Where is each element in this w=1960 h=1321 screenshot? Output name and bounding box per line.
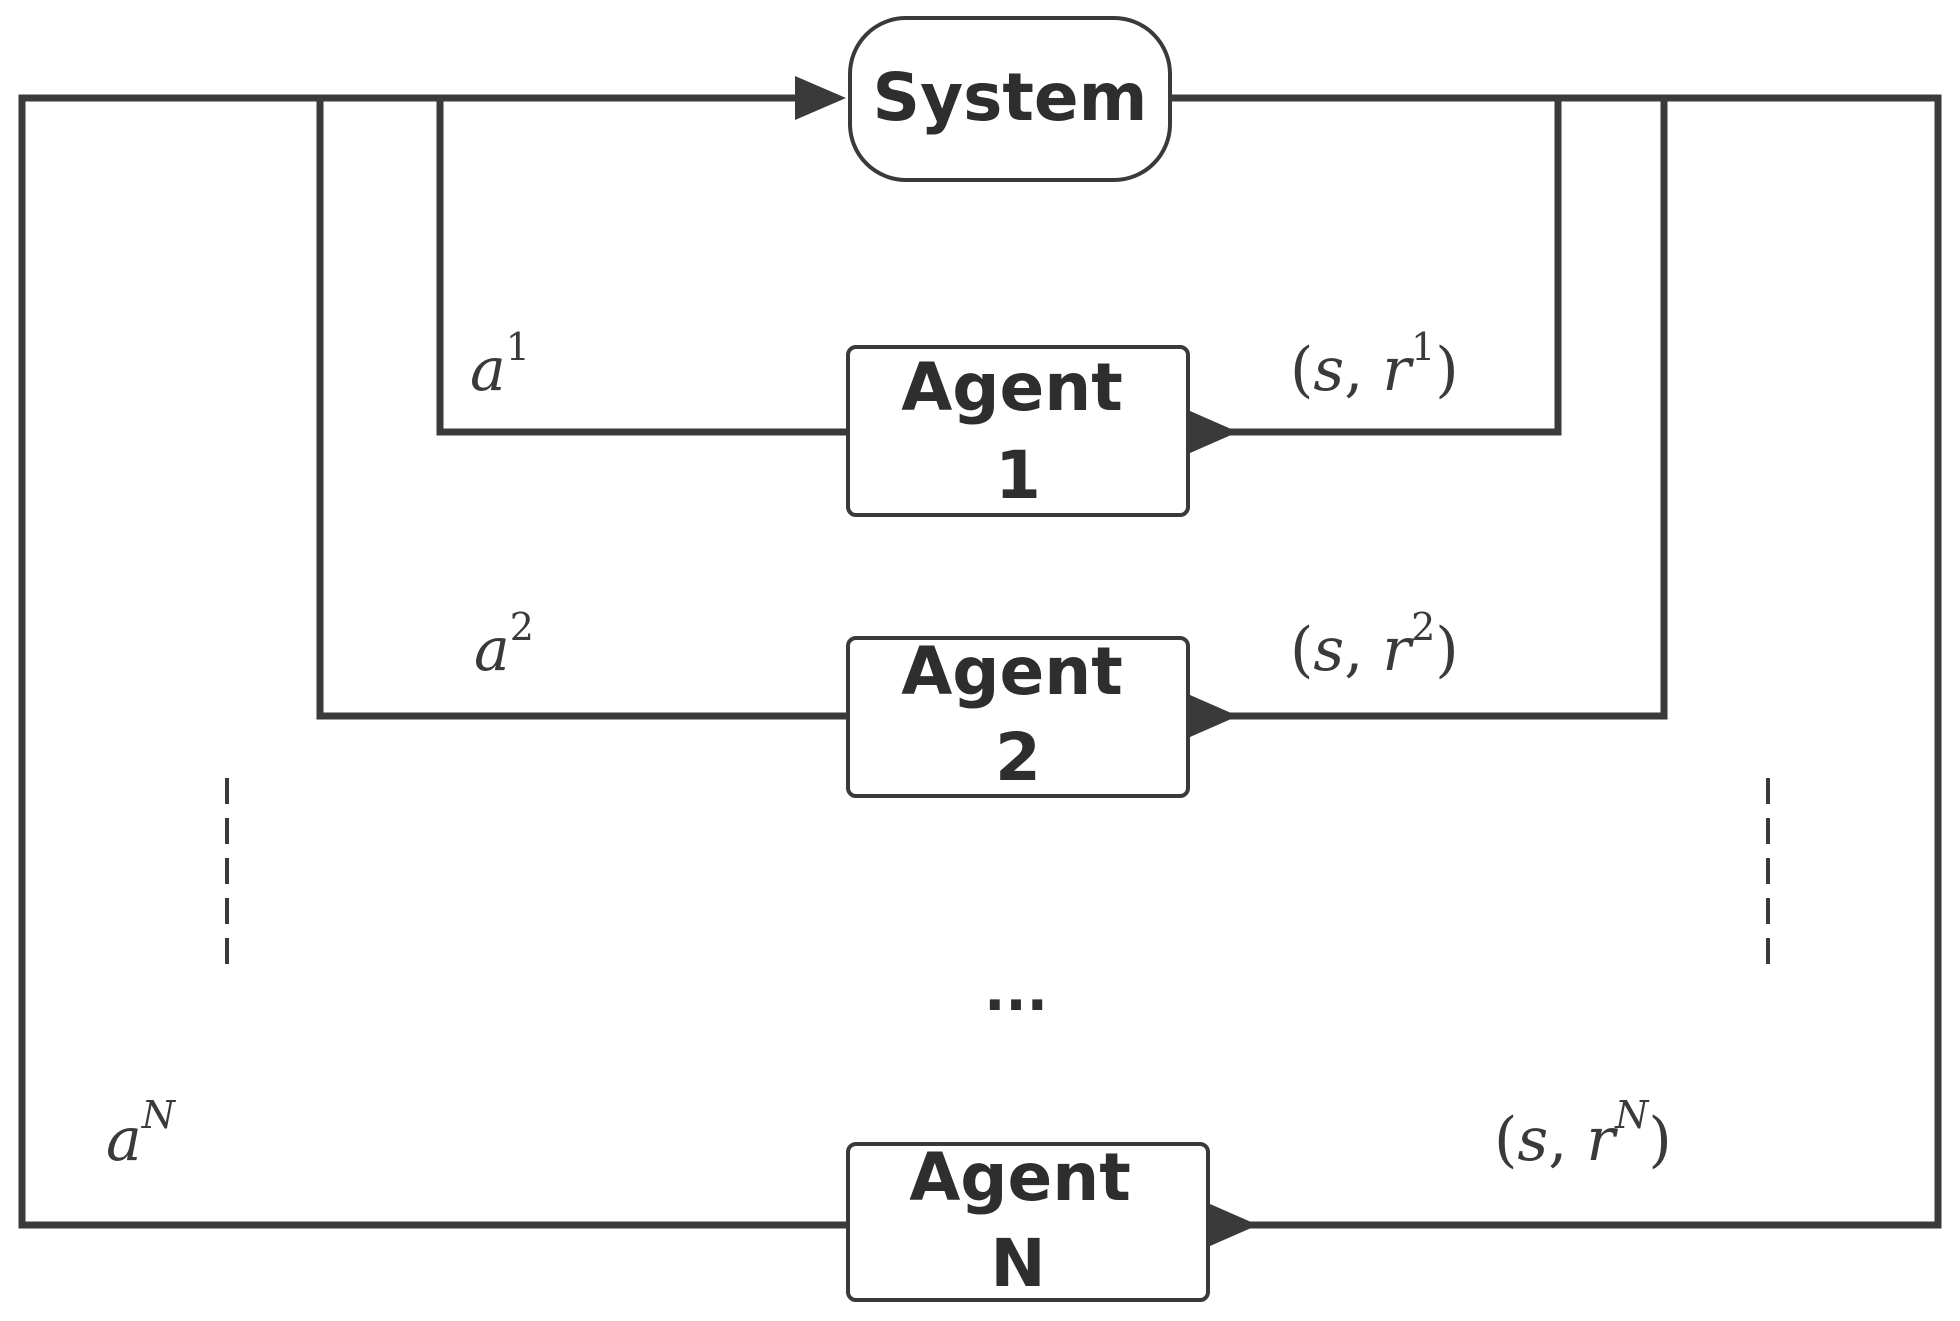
action-label-an: aN: [106, 1093, 177, 1175]
agent-2-label-line2: 2: [995, 719, 1041, 796]
state-reward-label-n: (s, rN): [1494, 1093, 1672, 1175]
action-line-agent-1: [436, 98, 848, 436]
state-reward-label-2: (s, r2): [1290, 605, 1459, 685]
agent-n-label-line1: Agent: [909, 1139, 1131, 1216]
action-line-agent-2: [316, 98, 848, 720]
action-line-agent-n: [18, 94, 848, 1229]
agent-1-label-line1: Agent: [901, 349, 1123, 426]
agent-n-label-line2: N: [990, 1225, 1045, 1302]
arrow-into-agent-2: [1190, 695, 1238, 737]
agents-ellipsis: ...: [984, 959, 1048, 1024]
agent-2-node: Agent 2: [846, 633, 1190, 798]
arrow-into-agent-n: [1210, 1204, 1258, 1246]
system-node: System: [848, 16, 1172, 182]
action-label-a1: a1: [470, 325, 530, 405]
arrow-into-agent-1: [1190, 411, 1238, 453]
agent-2-label-line1: Agent: [901, 633, 1123, 710]
agent-1-label-line2: 1: [995, 437, 1041, 514]
system-label: System: [873, 59, 1148, 136]
state-reward-line-agent-n: [1250, 94, 1942, 1229]
state-reward-label-1: (s, r1): [1290, 325, 1459, 405]
action-label-a2: a2: [474, 605, 534, 685]
agent-n-node: Agent N: [846, 1139, 1210, 1302]
state-reward-line-agent-2: [1230, 94, 1668, 720]
agent-1-node: Agent 1: [846, 345, 1190, 517]
arrow-into-system: [795, 76, 846, 120]
state-reward-line-agent-1: [1170, 94, 1562, 436]
